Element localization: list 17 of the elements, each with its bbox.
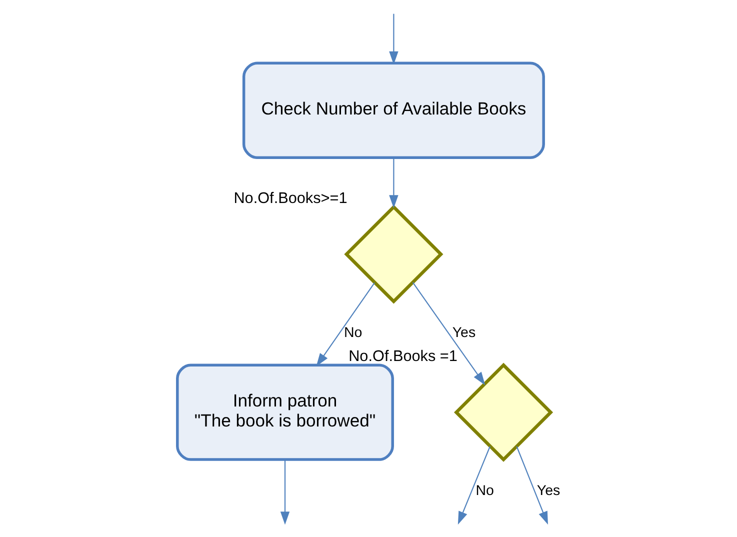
node-label: No.Of.Books =1 (348, 348, 457, 365)
edge-label: No (343, 325, 362, 342)
arrow (280, 460, 290, 525)
edge-label: Yes (536, 483, 560, 500)
arrow (457, 446, 490, 525)
arrow (412, 282, 485, 386)
edge-label: No (475, 483, 494, 500)
node-diamond (453, 362, 553, 462)
node-diamond (344, 204, 443, 304)
edge-label: Yes (452, 325, 476, 342)
node-box: Check Number of Available Books (242, 62, 544, 159)
node-label: No.Of.Books>=1 (233, 190, 347, 207)
arrow (388, 14, 398, 65)
arrow (388, 158, 398, 208)
arrow (516, 446, 548, 525)
arrow (316, 282, 374, 366)
node-box: Inform patron "The book is borrowed" (176, 364, 394, 461)
